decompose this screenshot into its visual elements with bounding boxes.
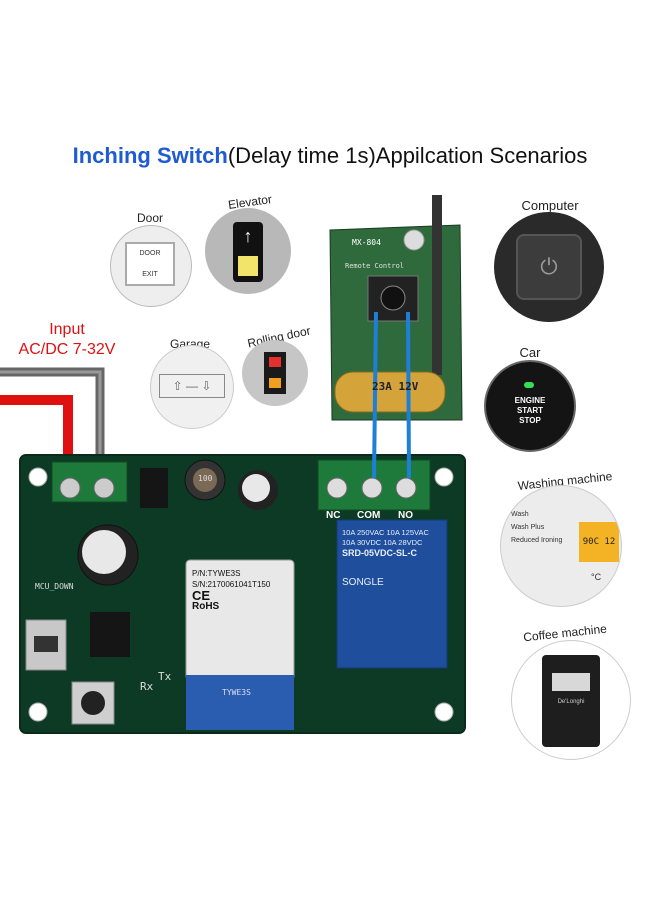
wifi-module-antenna	[186, 675, 294, 730]
car-button-line2: START	[516, 406, 544, 415]
remote-model: MX-804	[352, 238, 381, 247]
wash-item-3: Reduced Ironing	[511, 537, 563, 544]
input-label-line2: AC/DC 7-32V	[18, 341, 116, 358]
up-arrow-icon: ↑	[243, 226, 253, 246]
washing-machine-icon: Wash Wash Plus Reduced Ironing 90C 12 °C	[500, 485, 622, 607]
input-label-line1: Input	[49, 321, 85, 338]
relay	[336, 519, 448, 669]
coffee-machine-icon: De'Longhi	[511, 640, 631, 760]
car-label: Car	[519, 345, 541, 360]
battery-label: 23A 12V	[372, 380, 419, 393]
tx-label: Tx	[158, 670, 172, 683]
relay-rating-2: 10A 30VDC 10A 28VDC	[342, 538, 423, 547]
relay-rating-1: 10A 250VAC 10A 125VAC	[342, 528, 429, 537]
door-icon: DOOR EXIT	[110, 225, 192, 307]
door-label: Door	[136, 211, 163, 225]
terminal-nc-label: NC	[326, 510, 341, 521]
module-sn: S/N:2170061041T150	[192, 580, 271, 589]
title-rest: (Delay time 1s)Appilcation Scenarios	[227, 143, 588, 168]
module-rohs: RoHS	[192, 601, 220, 612]
module-pn: P/N:TYWE3S	[192, 569, 241, 578]
garage-icon: ⇧ — ⇩	[150, 345, 234, 429]
car-start-button: ENGINE START STOP	[484, 360, 576, 452]
rx-label: Rx	[140, 680, 154, 693]
terminal-no-label: NO	[398, 510, 413, 521]
page-title: Inching Switch(Delay time 1s)Appilcation…	[0, 143, 660, 169]
wash-item-1: Wash	[511, 511, 529, 518]
title-highlight: Inching Switch	[72, 143, 228, 168]
door-sign-top: DOOR	[139, 250, 161, 257]
computer-label: Computer	[521, 198, 579, 213]
computer-icon: ⏻	[494, 212, 604, 322]
car-button-line1: ENGINE	[514, 396, 546, 405]
remote-board-text: Remote Control	[345, 262, 405, 270]
door-sign-bottom: EXIT	[142, 271, 158, 278]
remote-antenna	[432, 195, 442, 375]
remote-battery	[334, 371, 446, 413]
car-button-line3: STOP	[519, 416, 541, 425]
inductor-label: 100	[198, 474, 213, 483]
module-ce: CE	[192, 588, 211, 603]
elevator-icon: ↑	[205, 208, 291, 294]
wifi-module-text: P/N:TYWE3S S/N:2170061041T150 CE RoHS	[192, 568, 288, 612]
power-icon: ⏻	[540, 254, 558, 279]
remote-board	[329, 224, 463, 421]
wash-item-2: Wash Plus	[511, 524, 545, 531]
wash-unit: °C	[591, 572, 602, 582]
relay-brand: SONGLE	[342, 577, 384, 588]
input-label: Input AC/DC 7-32V	[2, 320, 132, 360]
blue-wire-no	[406, 311, 411, 479]
terminal-com-label: COM	[357, 510, 381, 521]
relay-text: 10A 250VAC 10A 125VAC 10A 30VDC 10A 28VD…	[342, 528, 446, 588]
red-wire	[0, 395, 73, 480]
module-antenna-label: TYWE3S	[222, 688, 251, 697]
mcu-label: MCU_DOWN	[35, 582, 74, 591]
relay-model: SRD-05VDC-SL-C	[342, 548, 418, 558]
wash-display: 90C 12	[579, 522, 619, 562]
ic-chip	[90, 612, 130, 657]
coffee-brand: De'Longhi	[557, 699, 585, 705]
rolling-door-icon	[242, 340, 308, 406]
ic-chip-small	[140, 468, 168, 508]
blue-wire-com	[372, 311, 378, 479]
